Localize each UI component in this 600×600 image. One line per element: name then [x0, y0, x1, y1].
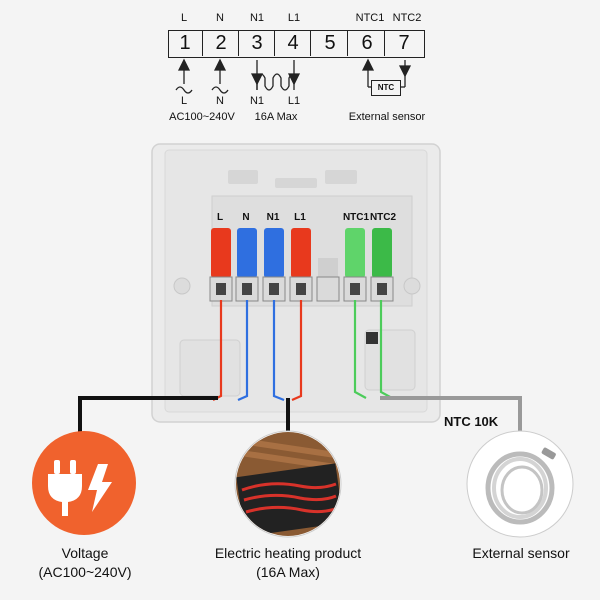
sensor-title: External sensor [472, 545, 570, 561]
wire-blue-n [237, 300, 249, 402]
terminal-4: 4 [276, 30, 311, 56]
terminal-blocks [211, 228, 392, 278]
block-label-n1: N1 [266, 212, 280, 223]
sensor-caption-bottom: External sensor [446, 544, 596, 563]
sensor-caption: External sensor [348, 111, 426, 123]
block-n1 [264, 228, 284, 278]
top-label-l1: L1 [287, 12, 301, 24]
block-label-ntc2: NTC2 [369, 212, 397, 223]
wire-green-ntc1 [353, 300, 367, 399]
terminal-7: 7 [398, 32, 410, 54]
heating-subtitle: (16A Max) [256, 564, 320, 580]
top-label-ntc1: NTC1 [355, 12, 385, 24]
plug-lightning-icon [32, 431, 136, 535]
wire-red-l1 [291, 300, 303, 402]
terminal-1: 1 [168, 30, 203, 56]
sensor-cable-icon [466, 430, 574, 538]
ac-wave-icon [211, 86, 229, 94]
top-label-n1: N1 [249, 12, 265, 24]
load-caption: 16A Max [254, 111, 298, 123]
arrow-up-icon [361, 58, 375, 87]
arrow-down-icon [398, 60, 412, 87]
top-label-l: L [180, 12, 188, 24]
under-label-l1: L1 [287, 95, 301, 107]
block-n [237, 228, 257, 278]
cable-power [78, 396, 218, 446]
block-empty-slot [318, 258, 338, 278]
under-label-n1: N1 [249, 95, 265, 107]
ac-wave-icon [175, 86, 193, 94]
ntc10k-label: NTC 10K [444, 414, 499, 429]
under-label-l: L [180, 95, 188, 107]
arrow-up-icon [213, 58, 227, 84]
terminal-2: 2 [204, 30, 239, 56]
block-ntc2 [372, 228, 392, 278]
under-label-n: N [216, 95, 224, 107]
terminal-5: 5 [313, 30, 348, 56]
block-l1 [291, 228, 311, 278]
wire-blue-n1 [272, 300, 285, 402]
terminal-6: 6 [350, 30, 385, 56]
block-label-ntc1: NTC1 [342, 212, 370, 223]
voltage-caption: Voltage (AC100~240V) [10, 544, 160, 582]
ntc-box: NTC [371, 80, 401, 96]
top-label-n: N [216, 12, 224, 24]
power-caption: AC100~240V [169, 111, 235, 123]
heating-coil [256, 73, 295, 91]
heating-caption: Electric heating product (16A Max) [188, 544, 388, 582]
block-ntc1 [345, 228, 365, 278]
terminal-3: 3 [240, 30, 275, 56]
heating-mat-icon [234, 430, 342, 538]
top-label-ntc2: NTC2 [392, 12, 422, 24]
arrow-up-icon [177, 58, 191, 84]
block-label-l1: L1 [294, 212, 306, 223]
terminal-strip [168, 30, 425, 58]
block-l [211, 228, 231, 278]
voltage-title: Voltage [61, 545, 109, 561]
heating-title: Electric heating product [214, 545, 362, 561]
block-label-l: L [216, 212, 224, 223]
voltage-subtitle: (AC100~240V) [38, 564, 132, 580]
cable-sensor [380, 396, 522, 444]
block-label-n: N [242, 212, 250, 223]
